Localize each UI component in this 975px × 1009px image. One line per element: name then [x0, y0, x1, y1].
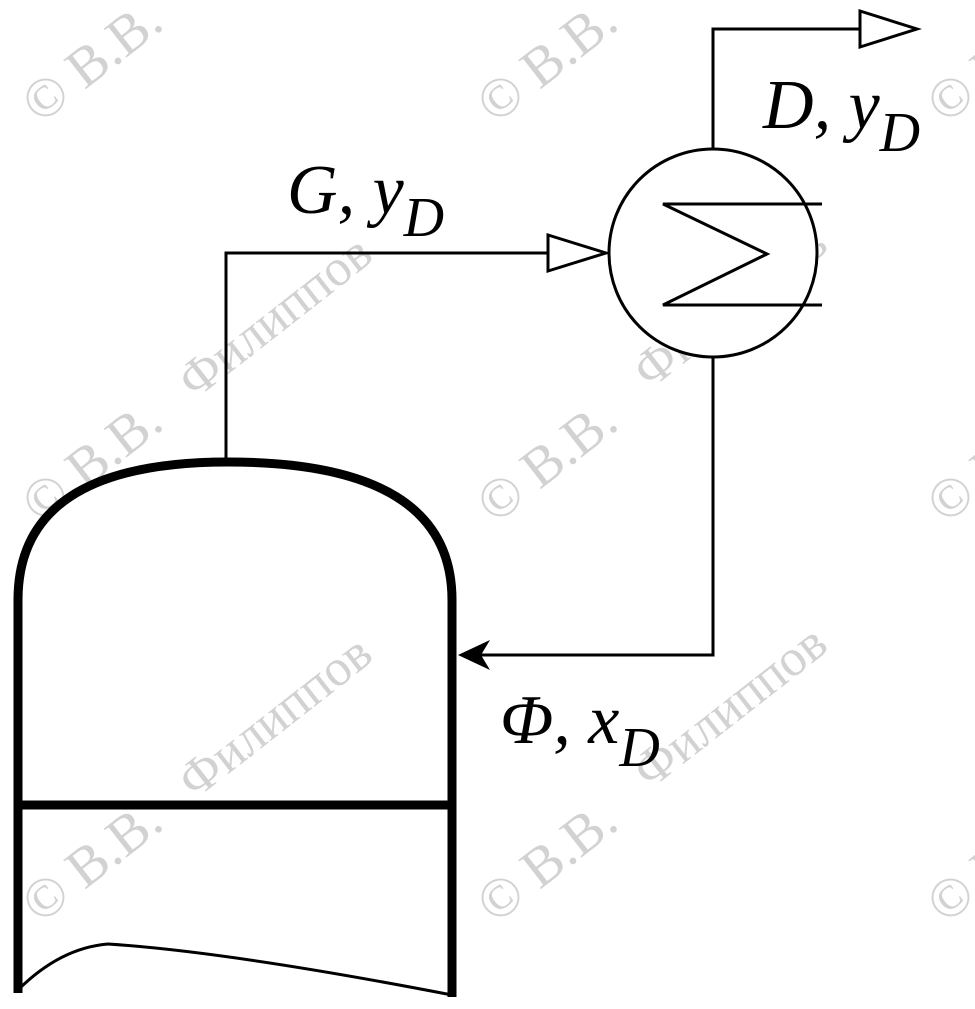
distillate-arrow [858, 8, 922, 50]
condenser-shell [607, 147, 819, 359]
watermark-copyright: © В.В. [10, 0, 174, 135]
distillate-line [711, 8, 922, 149]
watermark-copyright: © В.В. [465, 388, 629, 535]
watermark-copyright: © В.В. [10, 788, 174, 935]
watermark-copyright: © В.В. [10, 388, 174, 535]
condenser-coil [662, 202, 822, 307]
vapor-line [224, 232, 612, 462]
column-dome [13, 457, 457, 601]
watermark-copyright: © В.В. [915, 788, 975, 935]
condenser [607, 147, 822, 359]
watermark-copyright: © В.В. [465, 0, 629, 135]
distillate-pipe [711, 27, 860, 149]
distillation-column [13, 457, 457, 997]
watermark-author: Филиппов [167, 624, 382, 810]
watermark-copyright: © В.В. [915, 0, 975, 135]
reflux-line [458, 357, 715, 670]
reflux-arrowhead [458, 640, 490, 670]
distillate-flow-label: D, yD [762, 67, 920, 164]
vapor-flow-label: G, yD [287, 152, 444, 249]
column-break-line [16, 942, 453, 997]
watermark-copyright: © В.В. [465, 788, 629, 935]
watermark-copyright: © В.В. [915, 388, 975, 535]
vapor-arrow [546, 232, 612, 274]
watermark-author: Филиппов [167, 224, 382, 410]
vapor-pipe [224, 251, 606, 462]
reflux-flow-label: Φ, xD [500, 682, 660, 779]
reflux-pipe [462, 357, 715, 657]
